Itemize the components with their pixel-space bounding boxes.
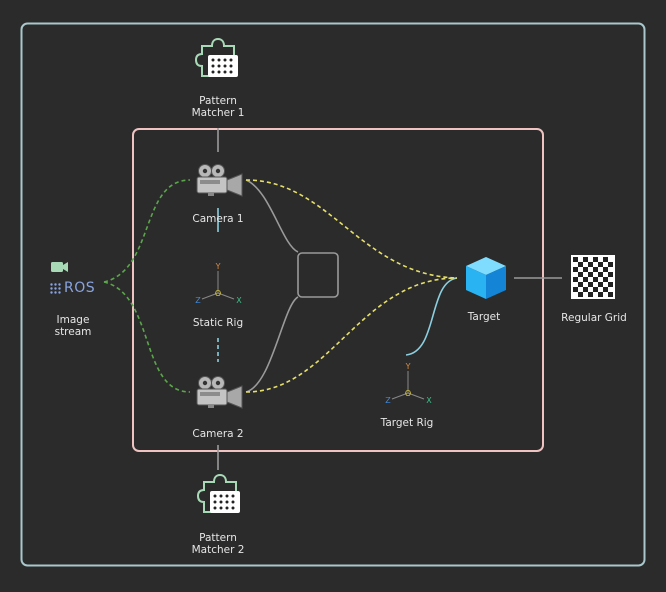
static-rig-label: Static Rig bbox=[192, 317, 244, 329]
checkerboard-square bbox=[583, 257, 588, 262]
pattern-matcher-1-label: Pattern Matcher 1 bbox=[191, 95, 245, 119]
regular-grid-label: Regular Grid bbox=[561, 312, 627, 324]
outer-group-frame bbox=[20, 22, 646, 567]
edge-target-target-rig bbox=[405, 277, 458, 356]
ros-dot-grid bbox=[50, 283, 61, 294]
camera-2-label: Camera 2 bbox=[192, 428, 244, 440]
pattern-matcher-2-label: Pattern Matcher 2 bbox=[191, 532, 245, 556]
ros-camera-icon[interactable] bbox=[51, 262, 68, 272]
axis-gizmo-icon[interactable]: Y Z X O bbox=[385, 362, 432, 405]
edge-image-camera1 bbox=[103, 179, 191, 283]
checkerboard-square bbox=[583, 287, 588, 292]
axis-z-letter: Z bbox=[195, 296, 201, 305]
checkerboard-square bbox=[608, 292, 613, 297]
checkerboard-square bbox=[588, 292, 593, 297]
edge-rel-camera2 bbox=[245, 296, 299, 393]
checkerboard-square bbox=[573, 257, 578, 262]
checkerboard-square bbox=[573, 267, 578, 272]
inner-group-frame bbox=[132, 128, 544, 452]
axis-gizmo-icon[interactable]: Y Z X O bbox=[195, 262, 242, 305]
checkerboard-square bbox=[608, 282, 613, 287]
axis-origin-letter: O bbox=[405, 389, 411, 398]
checkerboard-square bbox=[578, 262, 583, 267]
checkerboard-square bbox=[578, 282, 583, 287]
edge-camera1-target bbox=[245, 179, 458, 279]
image-stream-label: Image stream bbox=[54, 314, 92, 338]
checkerboard-square bbox=[593, 257, 598, 262]
checkerboard-square bbox=[603, 267, 608, 272]
edge-image-camera2 bbox=[103, 281, 191, 393]
axis-x-letter: X bbox=[426, 396, 432, 405]
target-rig-label: Target Rig bbox=[380, 417, 434, 429]
axis-y-letter: Y bbox=[405, 362, 411, 371]
checkerboard-square bbox=[583, 277, 588, 282]
checkerboard-square bbox=[593, 287, 598, 292]
checkerboard-square bbox=[588, 282, 593, 287]
ros-logo-text: ROS bbox=[64, 280, 96, 296]
checkerboard-square bbox=[573, 287, 578, 292]
checkerboard-square bbox=[598, 272, 603, 277]
relation-node[interactable] bbox=[297, 252, 339, 298]
checkerboard-square bbox=[608, 272, 613, 277]
axis-origin-letter: O bbox=[215, 289, 221, 298]
checkerboard-square bbox=[573, 277, 578, 282]
axis-x-letter: X bbox=[236, 296, 242, 305]
checkerboard-square bbox=[578, 292, 583, 297]
checkerboard-square bbox=[598, 292, 603, 297]
camera-icon[interactable] bbox=[196, 376, 243, 409]
checkerboard-square bbox=[578, 272, 583, 277]
axis-z-letter: Z bbox=[385, 396, 391, 405]
checkerboard-square bbox=[608, 262, 613, 267]
checkerboard-square bbox=[588, 262, 593, 267]
checkerboard-square bbox=[593, 277, 598, 282]
checkerboard-square bbox=[588, 272, 593, 277]
puzzle-piece-icon[interactable] bbox=[196, 473, 240, 513]
axis-y-letter: Y bbox=[215, 262, 221, 271]
edge-camera1-rel bbox=[245, 179, 299, 253]
cube-icon[interactable] bbox=[466, 257, 506, 299]
target-label: Target bbox=[467, 311, 501, 323]
edge-camera2-target bbox=[245, 277, 458, 393]
checkerboard-square bbox=[603, 257, 608, 262]
checkerboard-square bbox=[598, 282, 603, 287]
checkerboard-icon[interactable] bbox=[571, 255, 615, 299]
puzzle-piece-icon[interactable] bbox=[194, 37, 238, 77]
checkerboard-square bbox=[603, 287, 608, 292]
checkerboard-square bbox=[593, 267, 598, 272]
checkerboard-square bbox=[583, 267, 588, 272]
checkerboard-square bbox=[598, 262, 603, 267]
checkerboard-square bbox=[603, 277, 608, 282]
camera-1-label: Camera 1 bbox=[192, 213, 244, 225]
camera-icon[interactable] bbox=[196, 164, 243, 197]
